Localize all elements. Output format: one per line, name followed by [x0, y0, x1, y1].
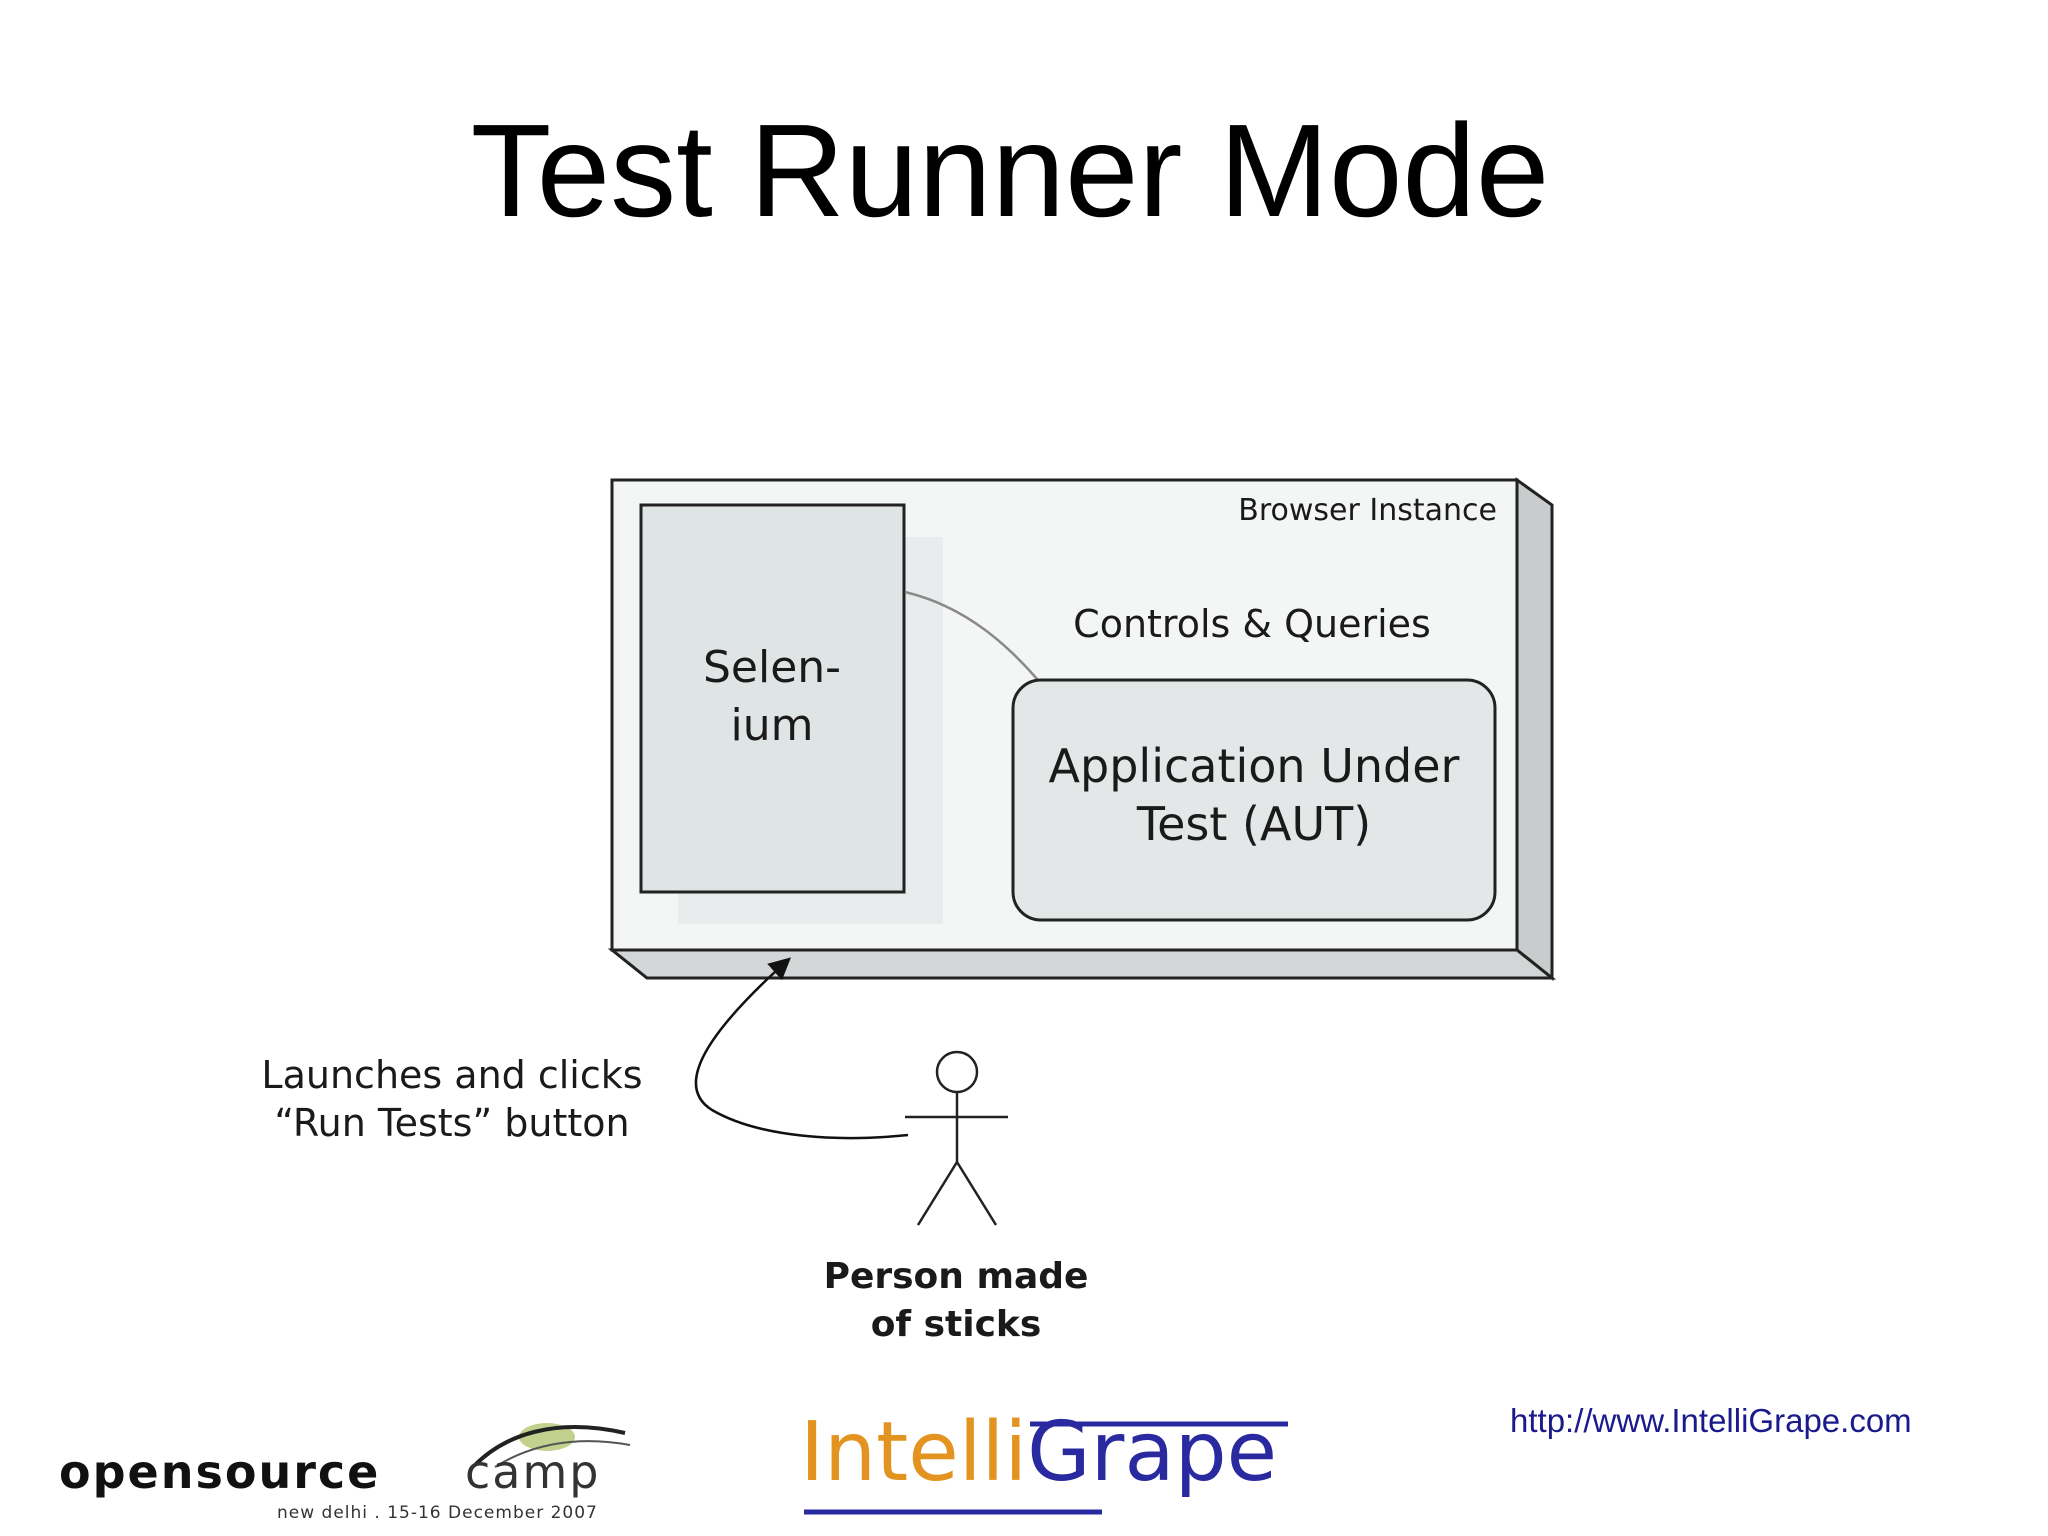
selenium-label-line2: ium [731, 700, 814, 751]
selenium-box-rect [639, 503, 906, 894]
person-label-line2: of sticks [871, 1304, 1042, 1345]
browser-box-bottom-face [607, 948, 1557, 980]
controls-queries-label: Controls & Queries [1073, 602, 1431, 646]
ig-logo-lines-icon [804, 1421, 1288, 1515]
slide-title: Test Runner Mode [470, 97, 1550, 244]
launch-label-line1: Launches and clicks [261, 1053, 642, 1097]
osc-swoosh-icon [473, 1423, 631, 1468]
aut-box: Application Under Test (AUT) [1011, 678, 1497, 922]
opensource-camp-logo: opensource camp new delhi . 15-16 Decemb… [55, 1415, 645, 1525]
ig-grape: Grape [1027, 1405, 1278, 1500]
aut-label-line1: Application Under [1049, 739, 1460, 793]
osc-camp: camp [465, 1445, 601, 1499]
ig-wordmark: IntelliGrape [800, 1412, 1277, 1494]
aut-box-rect [1011, 678, 1497, 922]
launch-label-line2: “Run Tests” button [274, 1101, 629, 1145]
osc-word: opensource [59, 1445, 381, 1499]
launch-arrow [694, 957, 909, 1140]
intelligrape-logo: IntelliGrape [800, 1412, 1290, 1522]
ig-intelli: Intelli [800, 1405, 1028, 1500]
person-label-line1: Person made [824, 1256, 1089, 1297]
aut-label-line2: Test (AUT) [1136, 797, 1371, 851]
osc-subtitle: new delhi . 15-16 December 2007 [277, 1503, 598, 1523]
browser-instance-label: Browser Instance [1238, 493, 1497, 528]
selenium-box: Selen- ium [639, 503, 943, 924]
selenium-label-line1: Selen- [703, 642, 841, 693]
footer-url: http://www.IntelliGrape.com [1510, 1402, 1912, 1439]
stick-figure-icon [905, 1050, 1008, 1226]
browser-box-right-face [1515, 477, 1554, 982]
